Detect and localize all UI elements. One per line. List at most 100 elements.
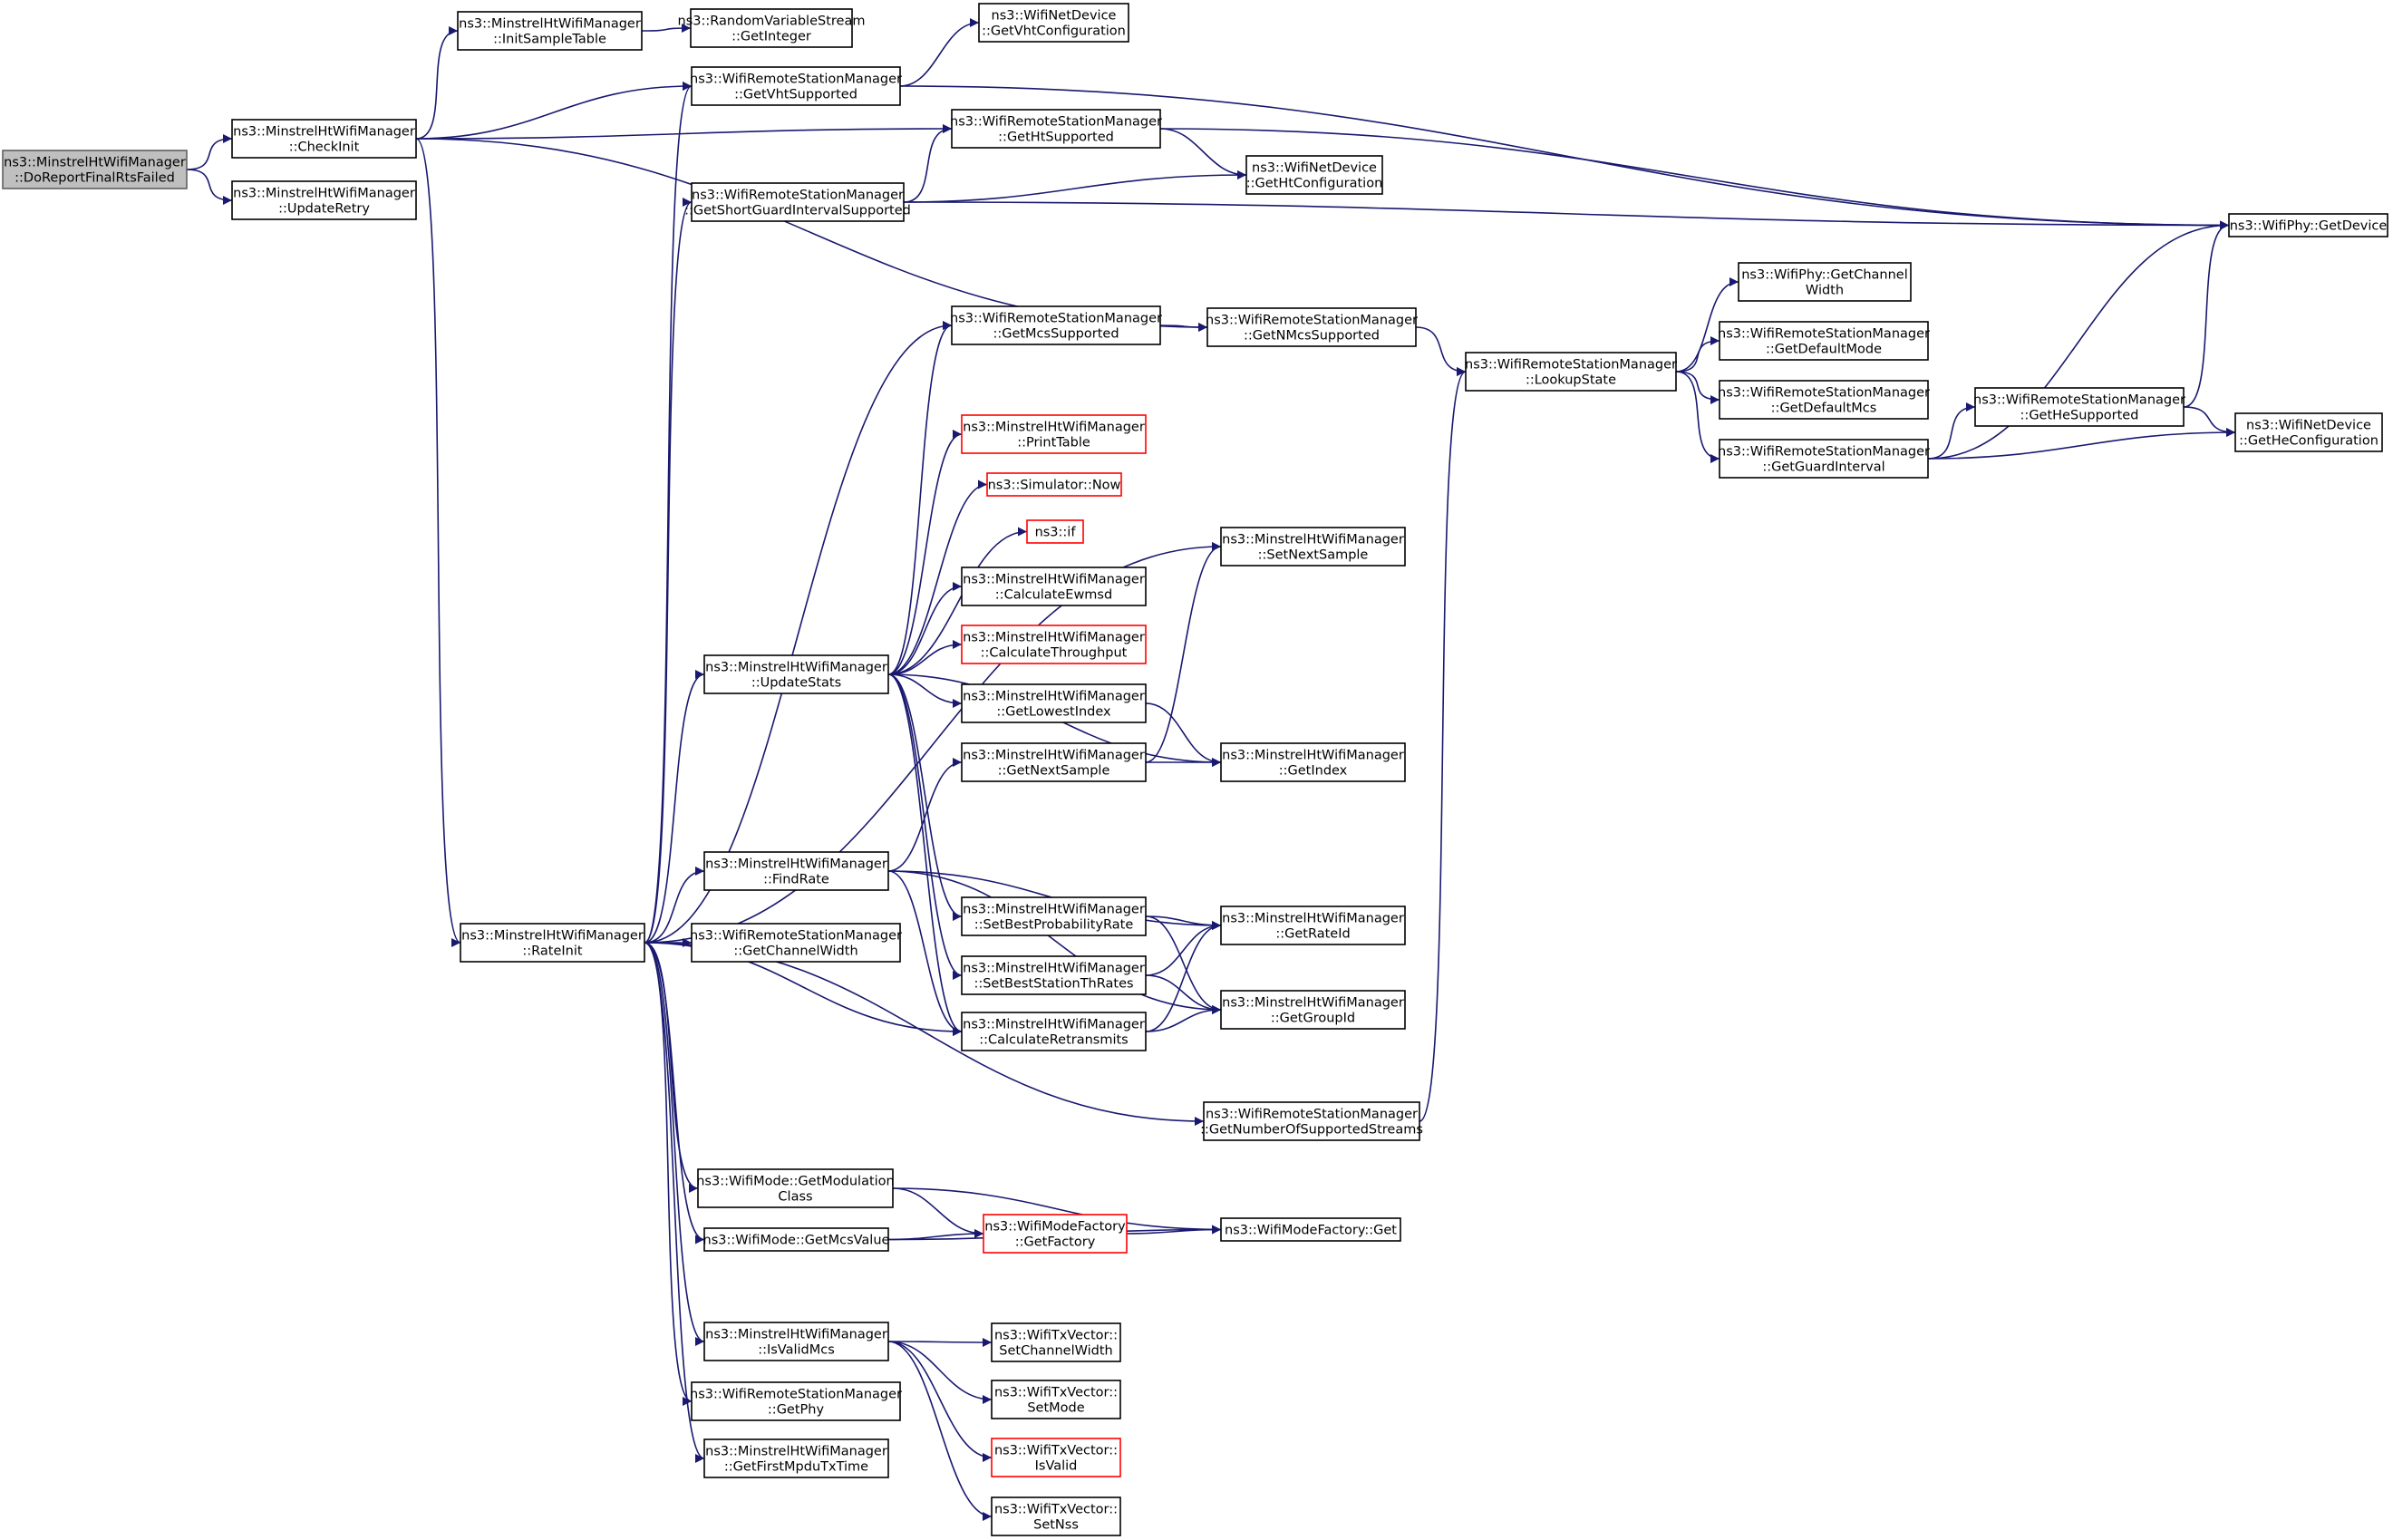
node-getphy[interactable]: ns3::WifiRemoteStationManager::GetPhy	[690, 1381, 902, 1421]
node-label: ns3::WifiRemoteStationManager	[690, 929, 902, 944]
node-simnow[interactable]: ns3::Simulator::Now	[986, 472, 1122, 497]
node-label: ::CheckInit	[289, 140, 360, 155]
node-getmcssup[interactable]: ns3::WifiRemoteStationManager::GetMcsSup…	[950, 305, 1162, 345]
node-initsample[interactable]: ns3::MinstrelHtWifiManager::InitSampleTa…	[457, 11, 643, 51]
node-getgroupid[interactable]: ns3::MinstrelHtWifiManager::GetGroupId	[1220, 990, 1406, 1030]
node-label: SetMode	[1027, 1401, 1084, 1416]
edge-lookup-to-getgi	[1675, 371, 1720, 463]
node-label: ::GetMcsSupported	[993, 327, 1119, 342]
node-box	[1465, 352, 1677, 392]
node-label: ns3::MinstrelHtWifiManager	[963, 749, 1145, 763]
node-label: ::GetPhy	[768, 1403, 825, 1418]
node-nsif[interactable]: ns3::if	[1026, 519, 1084, 544]
node-getvhtconf[interactable]: ns3::WifiNetDevice::GetVhtConfiguration	[978, 3, 1129, 43]
node-getrateid[interactable]: ns3::MinstrelHtWifiManager::GetRateId	[1220, 906, 1406, 945]
node-isvalid[interactable]: ns3::WifiTxVector::IsValid	[991, 1438, 1121, 1477]
node-gethtsup[interactable]: ns3::WifiRemoteStationManager::GetHtSupp…	[950, 109, 1162, 149]
node-label: ::RateInit	[522, 944, 583, 959]
node-findrate[interactable]: ns3::MinstrelHtWifiManager::FindRate	[703, 851, 889, 891]
edge-gethtsup-to-getdevice	[1159, 128, 2230, 230]
node-getinteger[interactable]: ns3::RandomVariableStream::GetInteger	[678, 8, 866, 48]
node-box	[961, 567, 1147, 606]
node-getvhtsup[interactable]: ns3::WifiRemoteStationManager::GetVhtSup…	[690, 66, 902, 106]
node-label: ns3::RandomVariableStream	[678, 15, 866, 29]
node-setnss[interactable]: ns3::WifiTxVector::SetNss	[991, 1496, 1121, 1536]
node-label: ns3::WifiRemoteStationManager	[950, 312, 1162, 326]
node-label: ::GetNMcsSupported	[1244, 329, 1380, 344]
node-box	[2228, 213, 2388, 237]
node-label: ns3::Simulator::Now	[988, 479, 1121, 493]
node-updatestats[interactable]: ns3::MinstrelHtWifiManager::UpdateStats	[703, 654, 889, 694]
node-label: ::GetChannelWidth	[733, 944, 857, 959]
node-label: ns3::MinstrelHtWifiManager	[4, 156, 186, 170]
node-getmcsvalue[interactable]: ns3::WifiMode::GetMcsValue	[703, 1227, 890, 1252]
edge-getnumstreams-to-lookup	[1419, 367, 1467, 1122]
node-label: ::GetHeSupported	[2020, 409, 2139, 423]
edge-calcretrans-to-getrateid	[1145, 921, 1222, 1032]
node-getfirstmpdu[interactable]: ns3::MinstrelHtWifiManager::GetFirstMpdu…	[703, 1438, 889, 1478]
node-getchannelwidth[interactable]: ns3::WifiRemoteStationManager::GetChanne…	[690, 923, 902, 963]
node-root[interactable]: ns3::MinstrelHtWifiManager::DoReportFina…	[2, 150, 188, 189]
node-box	[991, 1496, 1121, 1536]
node-calcretrans[interactable]: ns3::MinstrelHtWifiManager::CalculateRet…	[961, 1012, 1147, 1051]
node-setmode[interactable]: ns3::WifiTxVector::SetMode	[991, 1380, 1121, 1419]
node-isvalidmcs[interactable]: ns3::MinstrelHtWifiManager::IsValidMcs	[703, 1322, 889, 1361]
node-rateinit[interactable]: ns3::MinstrelHtWifiManager::RateInit	[460, 923, 645, 963]
node-updateretry[interactable]: ns3::MinstrelHtWifiManager::UpdateRetry	[231, 180, 417, 220]
node-label: ::SetBestProbabilityRate	[974, 918, 1134, 933]
node-label: ns3::WifiRemoteStationManager	[950, 115, 1162, 130]
node-getgi[interactable]: ns3::WifiRemoteStationManager::GetGuardI…	[1718, 439, 1930, 479]
node-gethesup[interactable]: ns3::WifiRemoteStationManager::GetHeSupp…	[1973, 387, 2185, 427]
node-box	[1220, 1217, 1401, 1242]
node-box	[231, 119, 417, 159]
node-lookup[interactable]: ns3::WifiRemoteStationManager::LookupSta…	[1465, 352, 1677, 392]
node-label: ns3::MinstrelHtWifiManager	[963, 962, 1145, 976]
node-label: ns3::WifiTxVector::	[994, 1386, 1118, 1400]
node-setchwidth[interactable]: ns3::WifiTxVector::SetChannelWidth	[991, 1322, 1121, 1362]
node-label: ns3::MinstrelHtWifiManager	[705, 857, 887, 872]
edge-getvhtsup-to-getdevice	[899, 85, 2230, 230]
node-factoryget[interactable]: ns3::WifiModeFactory::Get	[1220, 1217, 1401, 1242]
node-setnextsample[interactable]: ns3::MinstrelHtWifiManager::SetNextSampl…	[1220, 527, 1406, 567]
node-box	[1206, 307, 1417, 347]
node-label: ns3::WifiNetDevice	[2246, 419, 2371, 433]
node-calcthr[interactable]: ns3::MinstrelHtWifiManager::CalculateThr…	[961, 625, 1147, 664]
node-getnumstreams[interactable]: ns3::WifiRemoteStationManager::GetNumber…	[1200, 1101, 1423, 1141]
node-box	[1220, 527, 1406, 567]
node-getlowest[interactable]: ns3::MinstrelHtWifiManager::GetLowestInd…	[961, 683, 1147, 723]
node-getsgi[interactable]: ns3::WifiRemoteStationManager::GetShortG…	[684, 182, 911, 222]
node-getchwidth[interactable]: ns3::WifiPhy::GetChannelWidth	[1738, 262, 1912, 302]
node-getheconf[interactable]: ns3::WifiNetDevice::GetHeConfiguration	[2234, 412, 2383, 452]
node-getfactory[interactable]: ns3::WifiModeFactory::GetFactory	[983, 1214, 1128, 1254]
node-calcewmsd[interactable]: ns3::MinstrelHtWifiManager::CalculateEwm…	[961, 567, 1147, 606]
node-getindex[interactable]: ns3::MinstrelHtWifiManager::GetIndex	[1220, 742, 1406, 782]
edge-updatestats-to-getmcssup	[887, 321, 953, 675]
node-setbeststath[interactable]: ns3::MinstrelHtWifiManager::SetBestStati…	[961, 955, 1147, 995]
node-label: ::GetDefaultMode	[1766, 343, 1882, 357]
edge-updatestats-to-nsif	[887, 527, 1028, 675]
edge-root-to-updateretry	[186, 169, 233, 205]
node-label: ::LookupState	[1526, 373, 1616, 388]
node-label: ::FindRate	[763, 873, 829, 887]
edge-setbestprob-to-getrateid	[1145, 915, 1222, 930]
edge-gethesup-to-getdevice	[2183, 220, 2230, 408]
node-label: ns3::WifiModeFactory::Get	[1225, 1224, 1397, 1238]
edge-rateinit-to-getfirstmpdu	[644, 942, 705, 1463]
node-label: ns3::MinstrelHtWifiManager	[1222, 749, 1404, 763]
node-getnextsample[interactable]: ns3::MinstrelHtWifiManager::GetNextSampl…	[961, 742, 1147, 782]
node-label: ::InitSampleTable	[493, 33, 606, 47]
edge-rateinit-to-isvalidmcs	[644, 942, 705, 1346]
edge-getmodclass-to-getfactory	[892, 1187, 984, 1238]
node-checkinit[interactable]: ns3::MinstrelHtWifiManager::CheckInit	[231, 119, 417, 159]
edge-findrate-to-getgroupid	[887, 870, 1222, 1014]
node-box	[961, 955, 1147, 995]
node-getnmcs[interactable]: ns3::WifiRemoteStationManager::GetNMcsSu…	[1206, 307, 1418, 347]
node-printtable[interactable]: ns3::MinstrelHtWifiManager::PrintTable	[961, 414, 1147, 454]
node-getdevice[interactable]: ns3::WifiPhy::GetDevice	[2228, 213, 2388, 237]
node-gethtconf[interactable]: ns3::WifiNetDevice::GetHtConfiguration	[1245, 155, 1383, 195]
node-getdefmode[interactable]: ns3::WifiRemoteStationManager::GetDefaul…	[1718, 321, 1930, 361]
node-getdefmcs[interactable]: ns3::WifiRemoteStationManager::GetDefaul…	[1718, 380, 1930, 420]
node-setbestprob[interactable]: ns3::MinstrelHtWifiManager::SetBestProba…	[961, 896, 1147, 936]
node-label: ::UpdateRetry	[278, 202, 370, 217]
